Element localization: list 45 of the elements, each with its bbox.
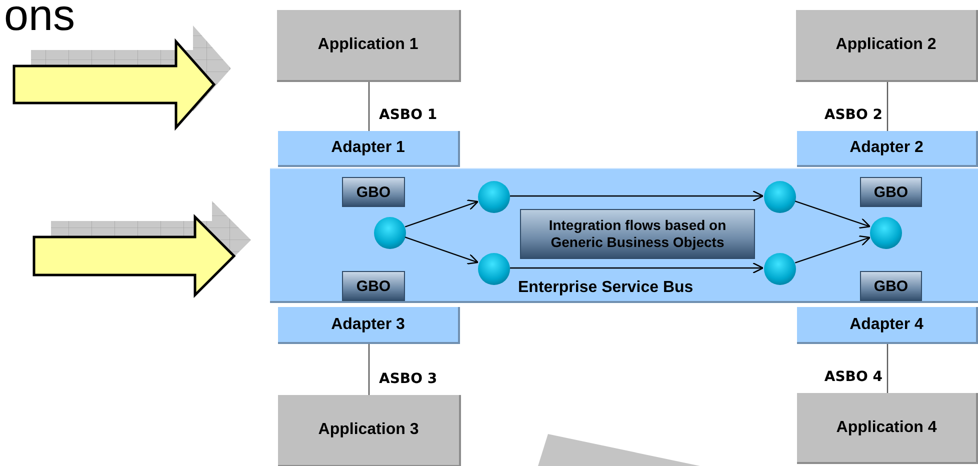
circle-node [870,217,902,249]
arrow [404,236,479,265]
connector-line [886,82,888,131]
arrow [404,199,479,228]
gbo-box [342,271,405,301]
arrow [794,235,871,264]
adapter-box [278,131,460,167]
box-label: Application 2 [836,36,936,54]
connector-line [368,82,370,131]
box-label: GBO [874,184,908,200]
application-box [797,393,978,464]
box-label: GBO [356,278,391,294]
connector-line [886,344,888,393]
arrow [510,190,764,202]
circle-node [478,181,510,213]
arrow [794,200,871,229]
gbo-box [860,271,922,301]
adapter-box [797,131,978,167]
title-text: ons [4,0,75,41]
arrow [510,262,764,274]
bus-panel [270,168,978,303]
circle-node [374,217,406,249]
circle-node [764,253,796,285]
connector-line [368,344,370,395]
bus-label: Enterprise Service Bus [518,279,694,297]
box-label: Application 1 [318,36,418,54]
box-label: Adapter 3 [331,316,405,334]
box-label: Adapter 4 [850,316,924,334]
box-label: GBO [874,278,908,294]
circle-node [478,253,510,285]
application-box [278,395,461,466]
box-label: GBO [356,184,391,200]
application-box [796,10,978,82]
box-label: Application 3 [318,421,419,439]
integration-box [520,209,755,259]
box-label: Application 4 [836,418,937,436]
adapter-box [797,307,978,344]
gbo-box [342,177,405,207]
adapter-box [278,307,460,344]
circle-node [764,181,796,213]
gbo-box [860,177,922,207]
application-box [277,10,461,82]
box-label: Adapter 2 [850,139,924,157]
box-label: Integration flows based on Generic Business Objects [548,217,728,251]
box-label: Adapter 1 [331,139,405,157]
